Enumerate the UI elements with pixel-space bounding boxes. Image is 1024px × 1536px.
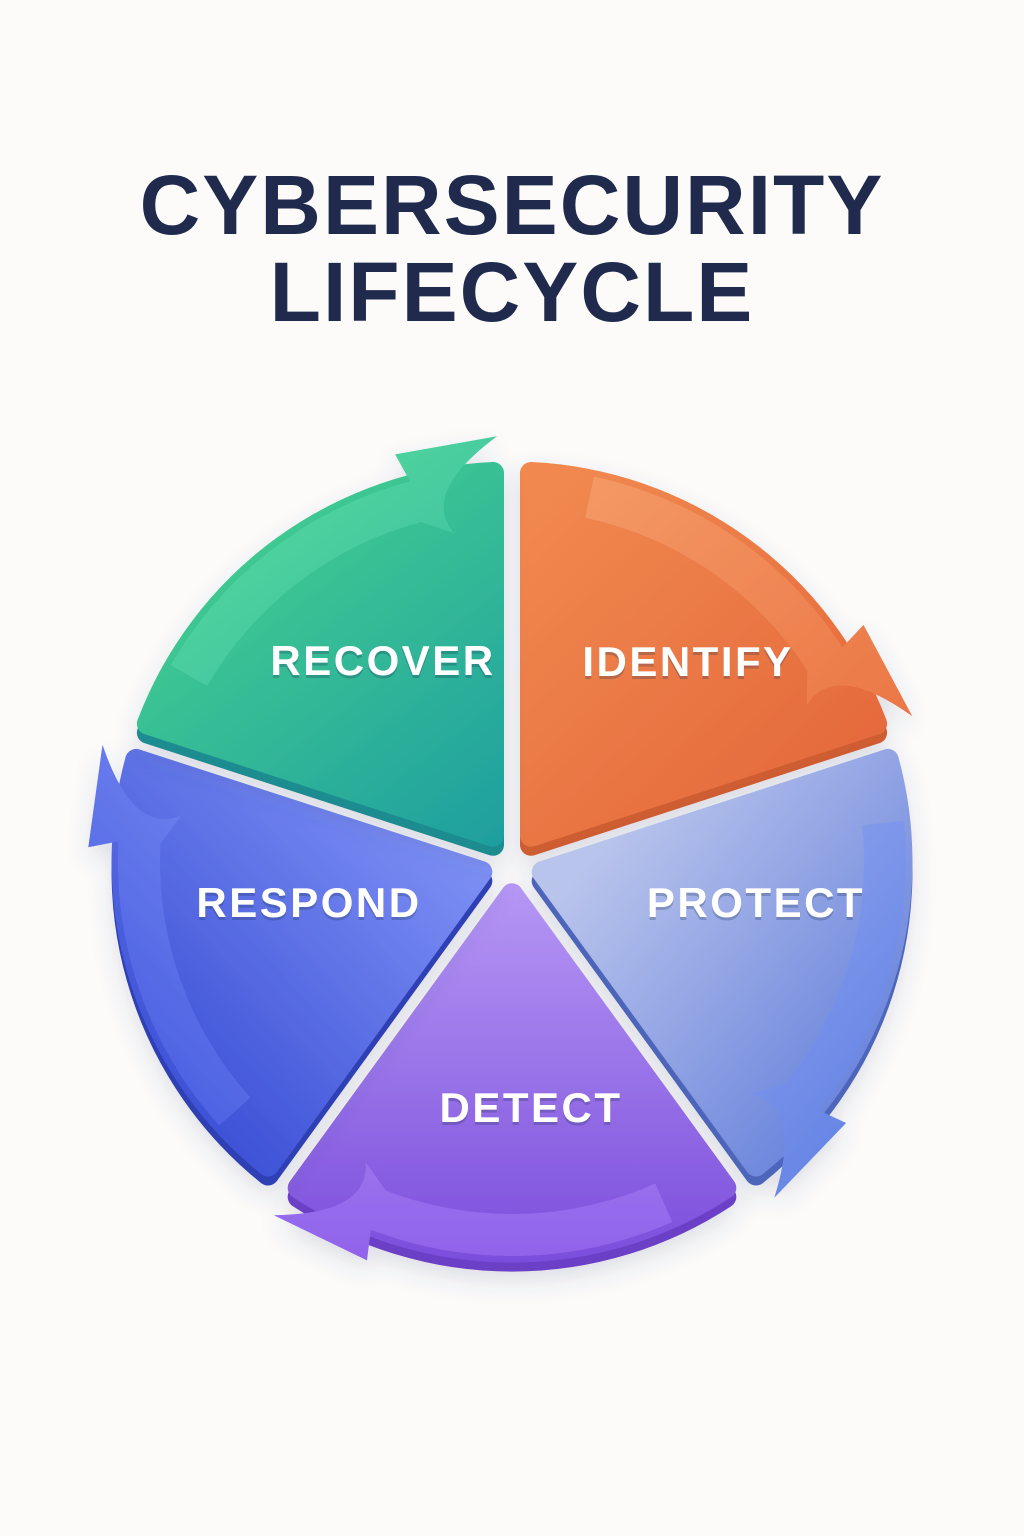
segment-label-shadow-respond: RESPOND [196, 882, 421, 929]
title-line-1: CYBERSECURITY [139, 158, 885, 252]
title-line-2: LIFECYCLE [269, 245, 755, 340]
segment-recover-arrow-icon [170, 436, 498, 686]
segment-label-identify: IDENTIFY [582, 638, 793, 685]
segment-label-recover: RECOVER [270, 637, 495, 684]
segment-label-shadow-detect: DETECT [440, 1087, 623, 1134]
segment-identify-arrow-icon [585, 476, 913, 717]
segment-detect-arrow-icon [273, 1162, 673, 1261]
page-title: CYBERSECURITY LIFECYCLE [0, 158, 1024, 340]
segment-label-respond: RESPOND [196, 879, 421, 926]
segment-respond-arrow-icon [88, 744, 251, 1126]
segment-label-shadow-identify: IDENTIFY [582, 641, 793, 688]
segment-label-shadow-protect: PROTECT [647, 882, 865, 929]
segment-label-detect: DETECT [440, 1084, 623, 1131]
segment-label-protect: PROTECT [647, 879, 865, 926]
segment-label-shadow-recover: RECOVER [270, 640, 495, 687]
segment-protect-arrow-icon [752, 820, 906, 1198]
